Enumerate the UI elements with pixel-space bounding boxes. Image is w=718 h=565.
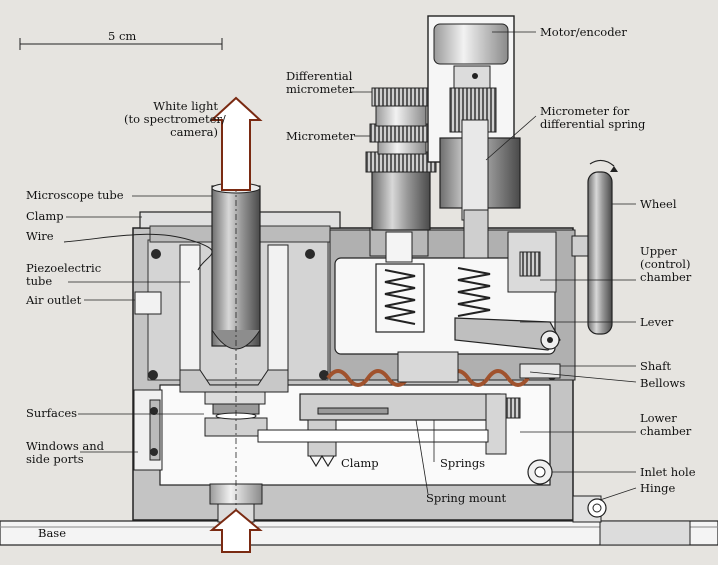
label-mic-diff-spring-line-1: Micrometer for — [540, 104, 630, 118]
label-upper-chamber-line-1: Upper — [640, 244, 677, 258]
label-upper-chamber-line-3: chamber — [640, 270, 692, 284]
scale-bar-label: 5 cm — [108, 29, 137, 43]
label-wire: Wire — [26, 229, 54, 243]
label-wheel: Wheel — [640, 197, 677, 211]
label-bellows: Bellows — [640, 376, 686, 390]
label-spring-mount: Spring mount — [426, 491, 507, 505]
scale-bar — [19, 38, 223, 50]
label-lever: Lever — [640, 315, 674, 329]
label-windows-line-1: Windows and — [26, 439, 105, 453]
label-air-outlet: Air outlet — [26, 293, 82, 307]
label-piezo: Piezoelectric tube — [26, 262, 101, 288]
label-base: Base — [38, 526, 67, 540]
label-white-light-line-1: White light — [153, 99, 218, 113]
label-diff-micrometer: Differential micrometer — [286, 70, 354, 96]
upper-chamber-right — [507, 231, 557, 293]
label-mic-diff-spring-line-2: differential spring — [540, 117, 646, 131]
label-lower-chamber: Lower chamber — [640, 412, 691, 438]
base-plate — [0, 520, 718, 546]
label-shaft: Shaft — [640, 359, 672, 373]
label-diff-micrometer-line-2: micrometer — [286, 82, 355, 96]
label-white-light: White light (to spectrometer/ camera) — [124, 99, 226, 139]
bellows — [326, 351, 530, 387]
motor-encoder — [427, 15, 521, 259]
leader-lines — [66, 31, 637, 501]
label-lower-chamber-line-2: chamber — [640, 424, 692, 438]
piezo-housing — [179, 244, 289, 393]
label-hinge: Hinge — [640, 481, 676, 495]
white-light-arrow — [209, 96, 263, 191]
label-diff-micrometer-line-1: Differential — [286, 69, 353, 83]
air-outlet-port — [134, 291, 162, 315]
label-windows-line-2: side ports — [26, 452, 84, 466]
label-upper-chamber-line-2: (control) — [640, 257, 691, 271]
springs-upper — [384, 267, 491, 325]
label-motor-encoder: Motor/encoder — [540, 25, 627, 39]
label-windows: Windows and side ports — [26, 440, 104, 466]
label-piezo-line-1: Piezoelectric — [26, 261, 102, 275]
label-white-light-line-2: (to spectrometer/ — [124, 112, 226, 126]
lever — [454, 317, 561, 351]
inlet-hole — [527, 459, 553, 485]
window-port — [133, 389, 163, 471]
label-lower-chamber-line-1: Lower — [640, 411, 677, 425]
shaft — [519, 363, 561, 379]
label-clamp-bottom: Clamp — [341, 456, 379, 470]
hinge — [572, 495, 607, 523]
label-upper-chamber: Upper (control) chamber — [640, 245, 691, 284]
label-micrometer: Micrometer — [286, 129, 355, 143]
bottom-clamp — [309, 454, 335, 468]
label-inlet-hole: Inlet hole — [640, 465, 696, 479]
spring-housing — [375, 263, 425, 333]
spring-mount — [257, 393, 521, 457]
input-light-arrow — [209, 508, 263, 553]
wire — [63, 233, 213, 271]
label-clamp-left: Clamp — [26, 209, 64, 223]
micrometer-stack — [365, 87, 437, 263]
label-surfaces: Surfaces — [26, 406, 78, 420]
label-white-light-line-3: camera) — [170, 125, 218, 139]
wheel — [571, 159, 618, 335]
label-mic-diff-spring: Micrometer for differential spring — [540, 105, 645, 131]
label-microscope-tube: Microscope tube — [26, 188, 124, 202]
label-springs: Springs — [440, 456, 486, 470]
label-piezo-line-2: tube — [26, 274, 53, 288]
